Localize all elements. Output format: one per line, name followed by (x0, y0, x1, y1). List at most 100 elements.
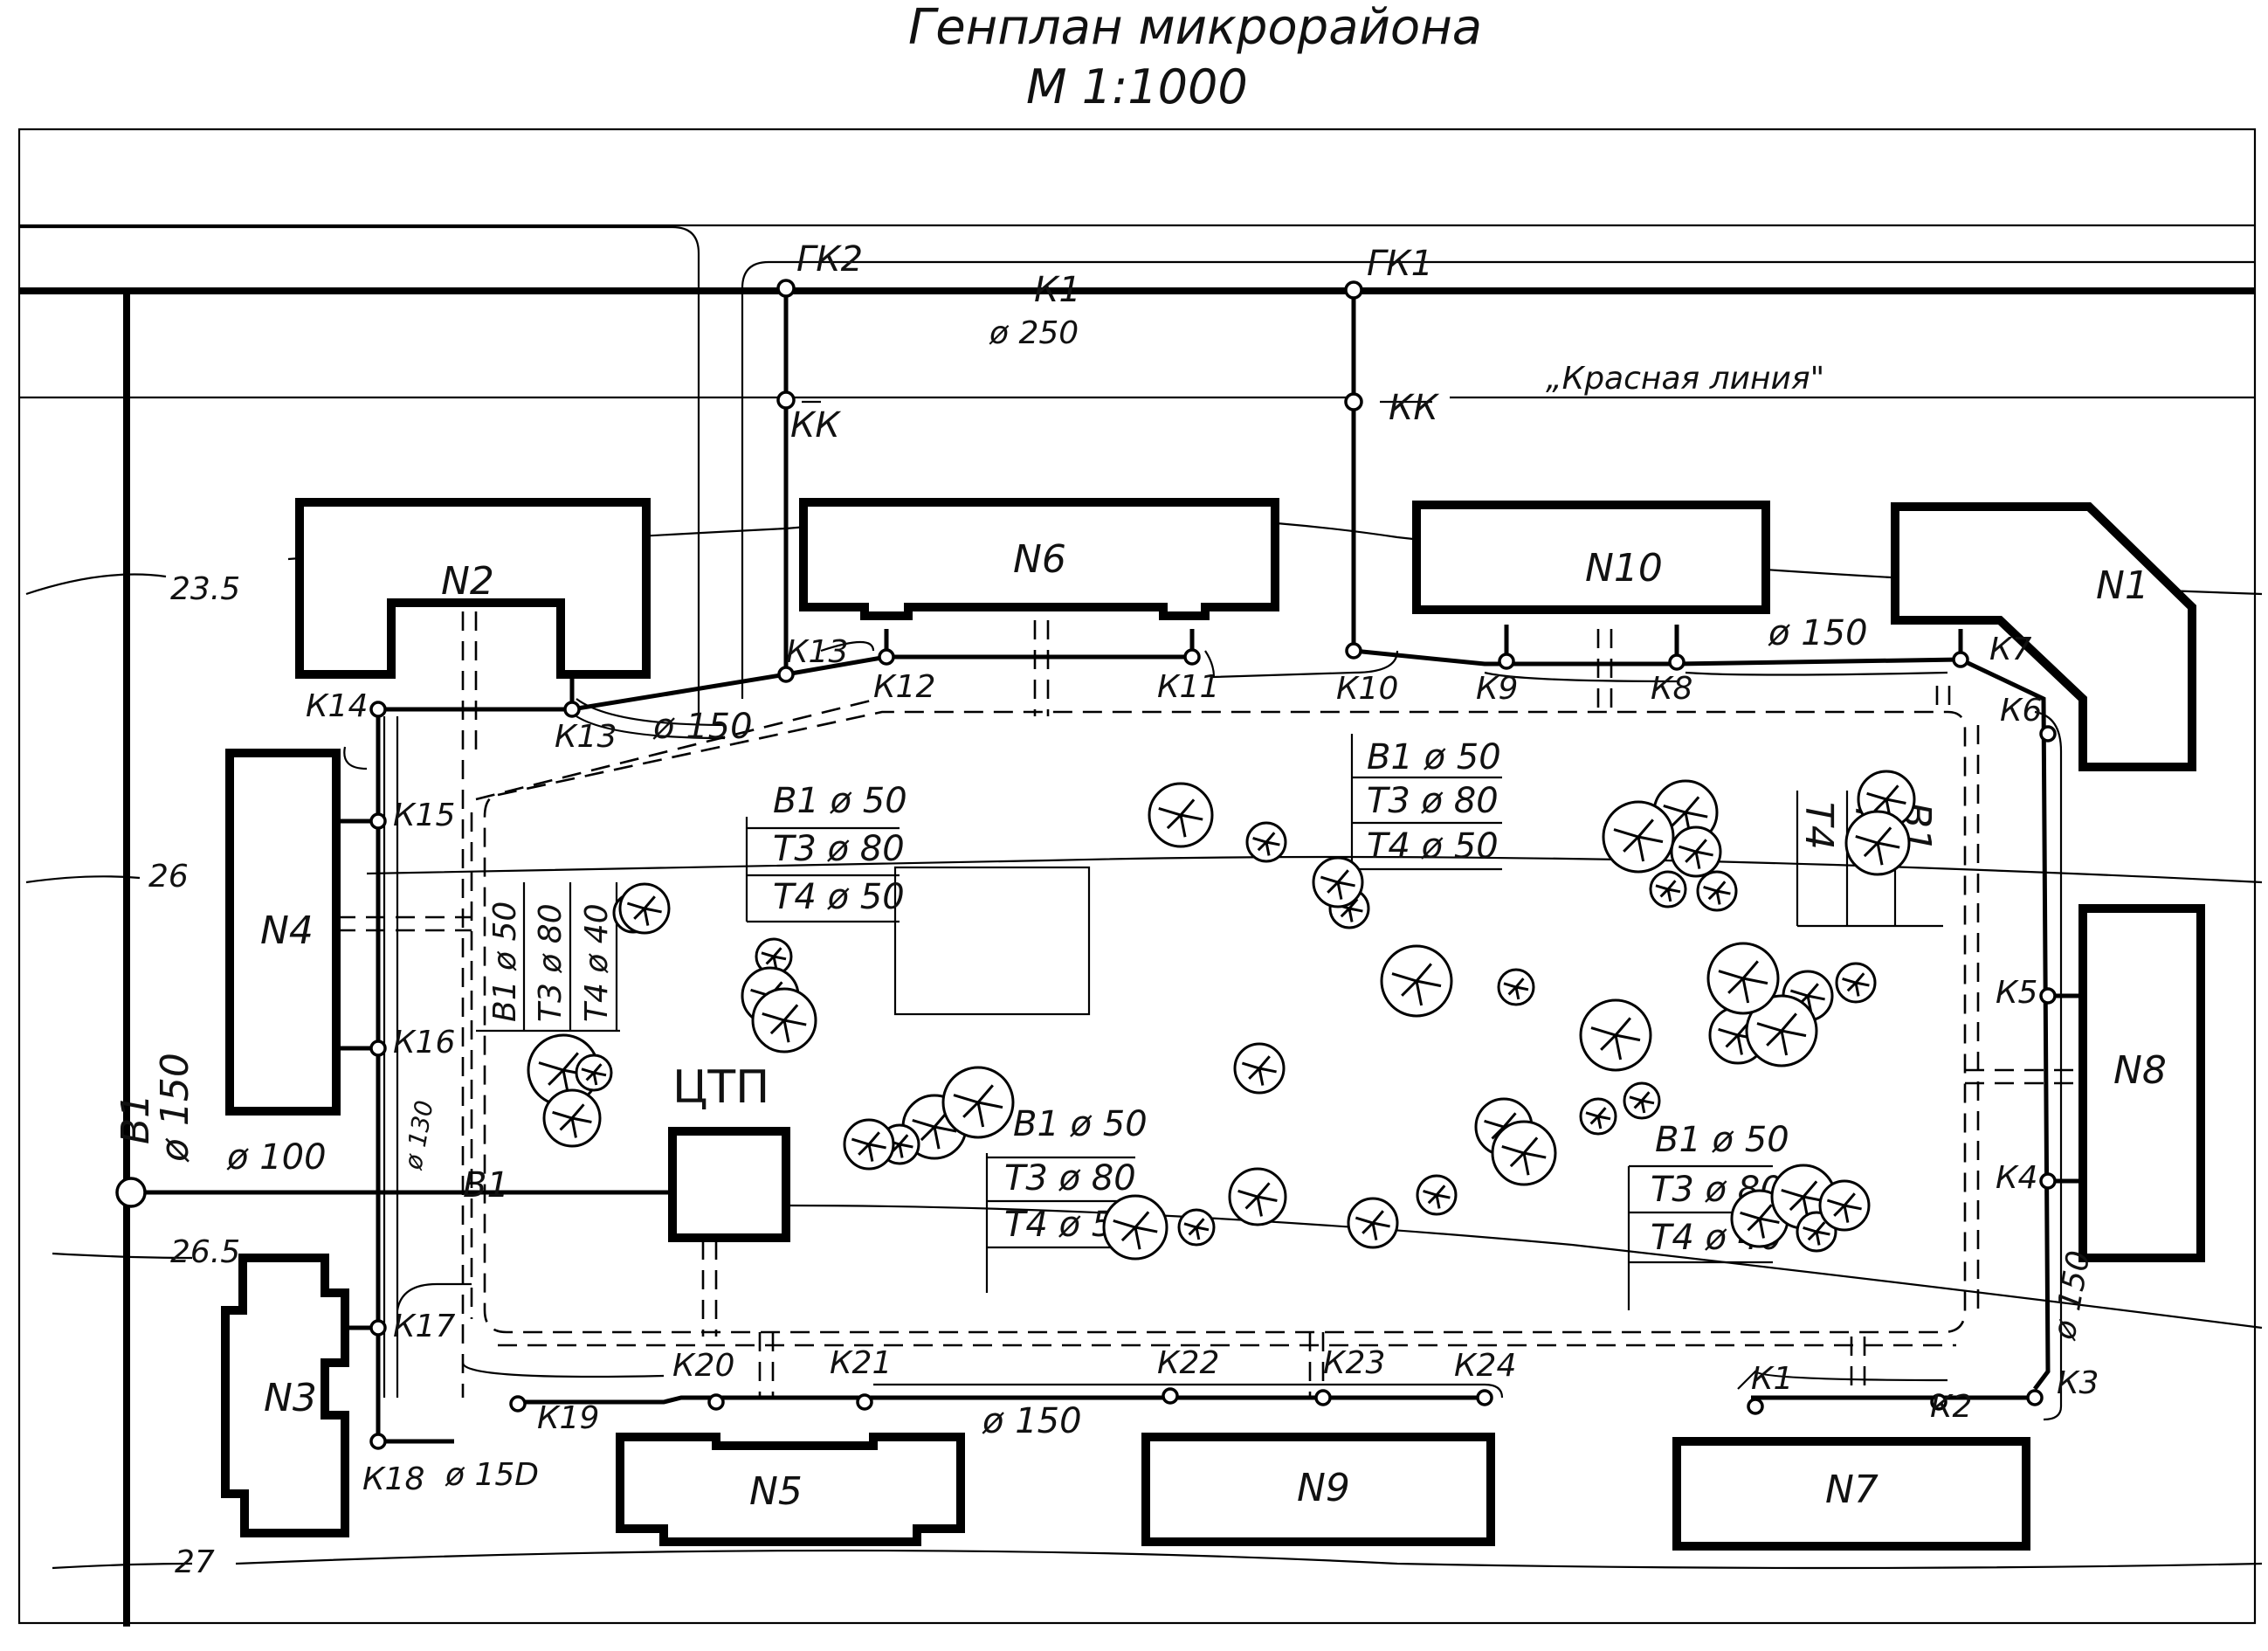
tree-icon (1177, 1208, 1216, 1247)
tree-icon (1497, 968, 1535, 1006)
well-k7: К7 (1989, 632, 2032, 667)
pipe-table-c-r1: В1 ø 50 (1013, 1104, 1148, 1144)
frame (17, 128, 2257, 1625)
pipe-table-b-r1: В1 ø 50 (1367, 737, 1501, 777)
pipe-table-a-r2: Т3 ø 80 (773, 829, 905, 869)
well-k11: К11 (1157, 669, 1219, 705)
ctp-building (668, 1127, 790, 1242)
building-n6-label: N6 (1013, 537, 1066, 582)
tree-icon (1670, 826, 1722, 878)
building-n7-label: N7 (1825, 1468, 1879, 1512)
pipe-label-150-d: ø 150 (2046, 1248, 2097, 1344)
building-n6 (799, 498, 1279, 620)
tree-icon (843, 1118, 895, 1171)
tree-icon (1835, 962, 1877, 1004)
kk-node-left (776, 390, 796, 410)
tree-icon (618, 882, 671, 935)
pipe-table-c-r2: Т3 ø 80 (1004, 1158, 1136, 1199)
pipe-table-c (985, 1153, 1135, 1293)
kk-label-left: КК (790, 405, 841, 446)
pipe-table-f-r3: Т4 (1796, 802, 1841, 850)
pipe-table-a-r1: В1 ø 50 (773, 781, 907, 821)
well-k19: К19 (537, 1400, 599, 1436)
well-k17: К17 (393, 1309, 455, 1344)
well-k5: К5 (1996, 975, 2037, 1011)
building-n4-label: N4 (260, 908, 314, 953)
inner-drive (336, 611, 2078, 1398)
red-line-label: „Красная линия" (1546, 361, 1824, 397)
contour-235: 23.5 (170, 571, 240, 607)
tree-icon (1696, 870, 1738, 912)
well-k24: К24 (1454, 1348, 1516, 1384)
tree-icon (1233, 1042, 1286, 1095)
building-n9-label: N9 (1297, 1466, 1350, 1510)
pipe-table-d-r1: В1 ø 50 (1655, 1120, 1789, 1160)
tree-icon (542, 1088, 602, 1148)
building-n1 (1891, 502, 2196, 771)
water-main (123, 291, 672, 1627)
pipe-table-b (1350, 734, 1502, 874)
well-k9: К9 (1476, 671, 1518, 707)
water-branch-label: В1 (463, 1165, 509, 1205)
tree-icon (941, 1066, 1015, 1139)
tree-icon (1623, 1081, 1661, 1120)
tree-icon (1347, 1197, 1399, 1249)
building-n5 (616, 1433, 965, 1546)
sewer-network (336, 625, 2083, 1444)
well-k13: К13 (786, 634, 848, 670)
pipe-label-150-a: ø 150 (652, 707, 753, 747)
kk-node-right (1344, 392, 1363, 411)
street-main-diameter: ø 250 (989, 315, 1079, 351)
gk1-node (1344, 280, 1363, 300)
contour-lines (25, 514, 2263, 1570)
tree-icon (1102, 1194, 1168, 1261)
tree-icon (1745, 994, 1818, 1067)
well-k23: К23 (1323, 1345, 1385, 1381)
pipe-label-130: ø 130 (398, 1098, 438, 1172)
gk2-node (776, 279, 796, 298)
well-k6: К6 (2000, 693, 2042, 729)
building-n8-label: N8 (2113, 1048, 2167, 1093)
plan-scale: М 1:1000 (1026, 59, 1248, 114)
building-n3 (221, 1254, 349, 1537)
tree-icon (1312, 856, 1364, 908)
building-n4 (225, 749, 341, 1116)
well-k13b: К13 (555, 719, 617, 755)
tree-icon (1491, 1120, 1557, 1186)
well-k1: К1 (1751, 1361, 1793, 1397)
building-n2 (295, 498, 651, 679)
ctp-label: ЦТП (672, 1061, 769, 1114)
kk-label-right: КК (1389, 388, 1439, 428)
pipe-table-e-r3: Т4 ø 40 (579, 903, 615, 1022)
building-n10 (1412, 501, 1770, 614)
well-k14: К14 (306, 688, 368, 724)
building-n2-label: N2 (441, 559, 494, 604)
building-n9 (1141, 1433, 1495, 1546)
well-nodes (369, 642, 2057, 1450)
building-n8 (2078, 904, 2205, 1262)
well-k12: К12 (873, 669, 935, 705)
well-k22: К22 (1157, 1345, 1219, 1381)
contour-265: 26.5 (170, 1234, 240, 1270)
street-main-label: К1 (1034, 270, 1081, 310)
building-n3-label: N3 (264, 1376, 317, 1420)
water-main-label: В1 (114, 1094, 158, 1144)
tree-icon (1245, 821, 1287, 863)
contour-26: 26 (148, 859, 189, 895)
contour-27: 27 (175, 1544, 215, 1580)
tree-icon (1706, 942, 1780, 1015)
gk1-label: ГК1 (1367, 244, 1433, 284)
heating-network (343, 641, 2063, 1421)
building-n10-label: N10 (1585, 546, 1663, 591)
gk2-label: ГК2 (796, 239, 863, 280)
pipe-label-150-b: ø 150 (1768, 613, 1868, 653)
well-k10: К10 (1336, 671, 1398, 707)
water-node (115, 1177, 147, 1208)
playground (893, 866, 1091, 1016)
tree-icon (1602, 800, 1675, 874)
pipe-table-b-r2: Т3 ø 80 (1367, 781, 1499, 821)
well-k20: К20 (672, 1348, 734, 1384)
building-n5-label: N5 (749, 1469, 803, 1514)
pipe-table-b-r3: Т4 ø 50 (1367, 826, 1499, 867)
